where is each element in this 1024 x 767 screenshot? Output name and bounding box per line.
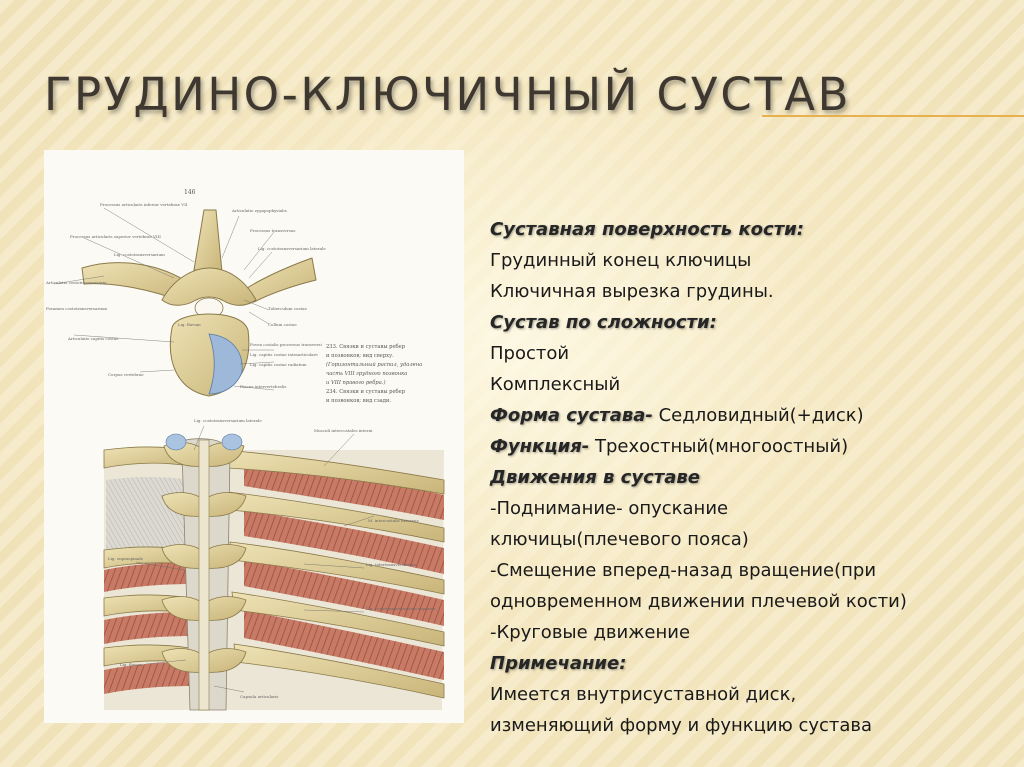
svg-text:и VIII правого ребра.): и VIII правого ребра.) xyxy=(326,379,385,386)
label-proc-art-inf: Processus articularis inferior vertebrae… xyxy=(100,202,188,207)
label-art-zyg: Articulatio zygapophysialis xyxy=(231,208,287,213)
label-m-intercostales-interni: Musculi intercostales interni xyxy=(314,428,373,433)
label-proc-transv: Processus transversus xyxy=(250,228,295,233)
text-line: Простой xyxy=(490,343,570,364)
page-number: 146 xyxy=(184,189,196,196)
text-line: Функция- Трехостный(многоостный) xyxy=(490,436,849,457)
text-line: Комплексный xyxy=(490,374,621,395)
text-line: Примечание: xyxy=(490,653,627,674)
svg-text:и позвонков; вид сзади.: и позвонков; вид сзади. xyxy=(326,398,391,404)
svg-text:234. Связки и суставы ребер: 234. Связки и суставы ребер xyxy=(326,388,406,395)
label-lig-costotrans: Lig. costotransversarium xyxy=(114,252,165,257)
slide-title: ГРУДИНО-КЛЮЧИЧНЫЙ СУСТАВ xyxy=(44,68,851,121)
anatomy-illustration: 146 xyxy=(44,150,464,723)
top-view-figure: Processus articularis inferior vertebrae… xyxy=(45,202,326,397)
text-line: Ключичная вырезка грудины. xyxy=(490,281,774,302)
text-line: одновременном движении плечевой кости) xyxy=(490,591,907,612)
svg-text:и позвонков; вид сверху.: и позвонков; вид сверху. xyxy=(326,353,394,359)
text-line: Сустав по сложности: xyxy=(490,312,717,333)
figure-caption: 233. Связки и суставы ребер и позвонков;… xyxy=(326,343,422,404)
label-lig-capitis-intra: Lig. capitis costae intraarticulare xyxy=(250,352,318,357)
text-line: Суставная поверхность кости: xyxy=(490,219,804,240)
joint-description: Суставная поверхность кости: Грудинный к… xyxy=(490,214,1010,741)
label-discus: Discus intervertebralis xyxy=(240,384,286,389)
label-fovea-costalis: Fovea costalis processus transversi xyxy=(250,342,322,347)
text-line: ключицы(плечевого пояса) xyxy=(490,529,749,550)
label-proc-art-sup: Processus articularis superior vertebrae… xyxy=(70,234,161,239)
text-line: Движения в суставе xyxy=(490,467,700,488)
text-line: Грудинный конец ключицы xyxy=(490,250,752,271)
title-underline xyxy=(762,115,1024,117)
label-lig-flavum: Lig. flavum xyxy=(178,322,201,327)
vertebra-rib-joints-drawing: 146 xyxy=(45,189,445,711)
label-m-intercostales-externi: M. intercostalis externus xyxy=(368,518,419,523)
label-lig-costotrans-bottom: Lig. costotransversarium laterale xyxy=(194,418,262,423)
label-lig-capitis-rad: Lig. capitis costae radiatum xyxy=(250,362,307,367)
text-line: -Поднимание- опускание xyxy=(490,498,729,519)
label-tuberc-costae: Tuberculum costae xyxy=(268,306,308,311)
posterior-view-figure: Lig. costotransversarium laterale Muscul… xyxy=(103,418,445,711)
label-art-capitis: Articulatio capitis costae xyxy=(67,336,119,341)
text-line: -Смещение вперед-назад вращение(при xyxy=(490,560,877,581)
text-line: Форма сустава- Седловидный(+диск) xyxy=(490,405,864,426)
svg-text:(Горизонтальный распил, удален: (Горизонтальный распил, удалена xyxy=(326,361,422,368)
label-lig-supraspinale: Lig. supraspinale xyxy=(108,556,144,561)
label-corpus-vert: Corpus vertebrae xyxy=(108,372,144,377)
text-line: -Круговые движение xyxy=(490,622,691,643)
label-collum-costae: Collum costae xyxy=(268,322,297,327)
label-art-costotrans: Articulatio costotransversaria xyxy=(45,280,107,285)
label-lig-costotrans-lat: Lig. costotransversarium laterale xyxy=(258,246,326,251)
text-line: Имеется внутрисуставной диск, xyxy=(490,684,797,705)
label-lig-intertransversarium: Lig. intertransversarium xyxy=(366,562,416,567)
label-lig-costotrans-sup: Lig. costotransversarium superius xyxy=(366,606,435,611)
svg-text:часть VIII грудного позвонка: часть VIII грудного позвонка xyxy=(326,371,407,377)
label-capsula: Capsula articularis xyxy=(240,694,278,699)
label-lig-flavum-bottom: Lig. flavum xyxy=(120,662,143,667)
label-foramen-costotrans: Foramen costotransversarium xyxy=(46,306,107,311)
text-line: изменяющий форму и функцию сустава xyxy=(490,715,873,736)
svg-text:233. Связки и суставы ребер: 233. Связки и суставы ребер xyxy=(326,343,406,350)
